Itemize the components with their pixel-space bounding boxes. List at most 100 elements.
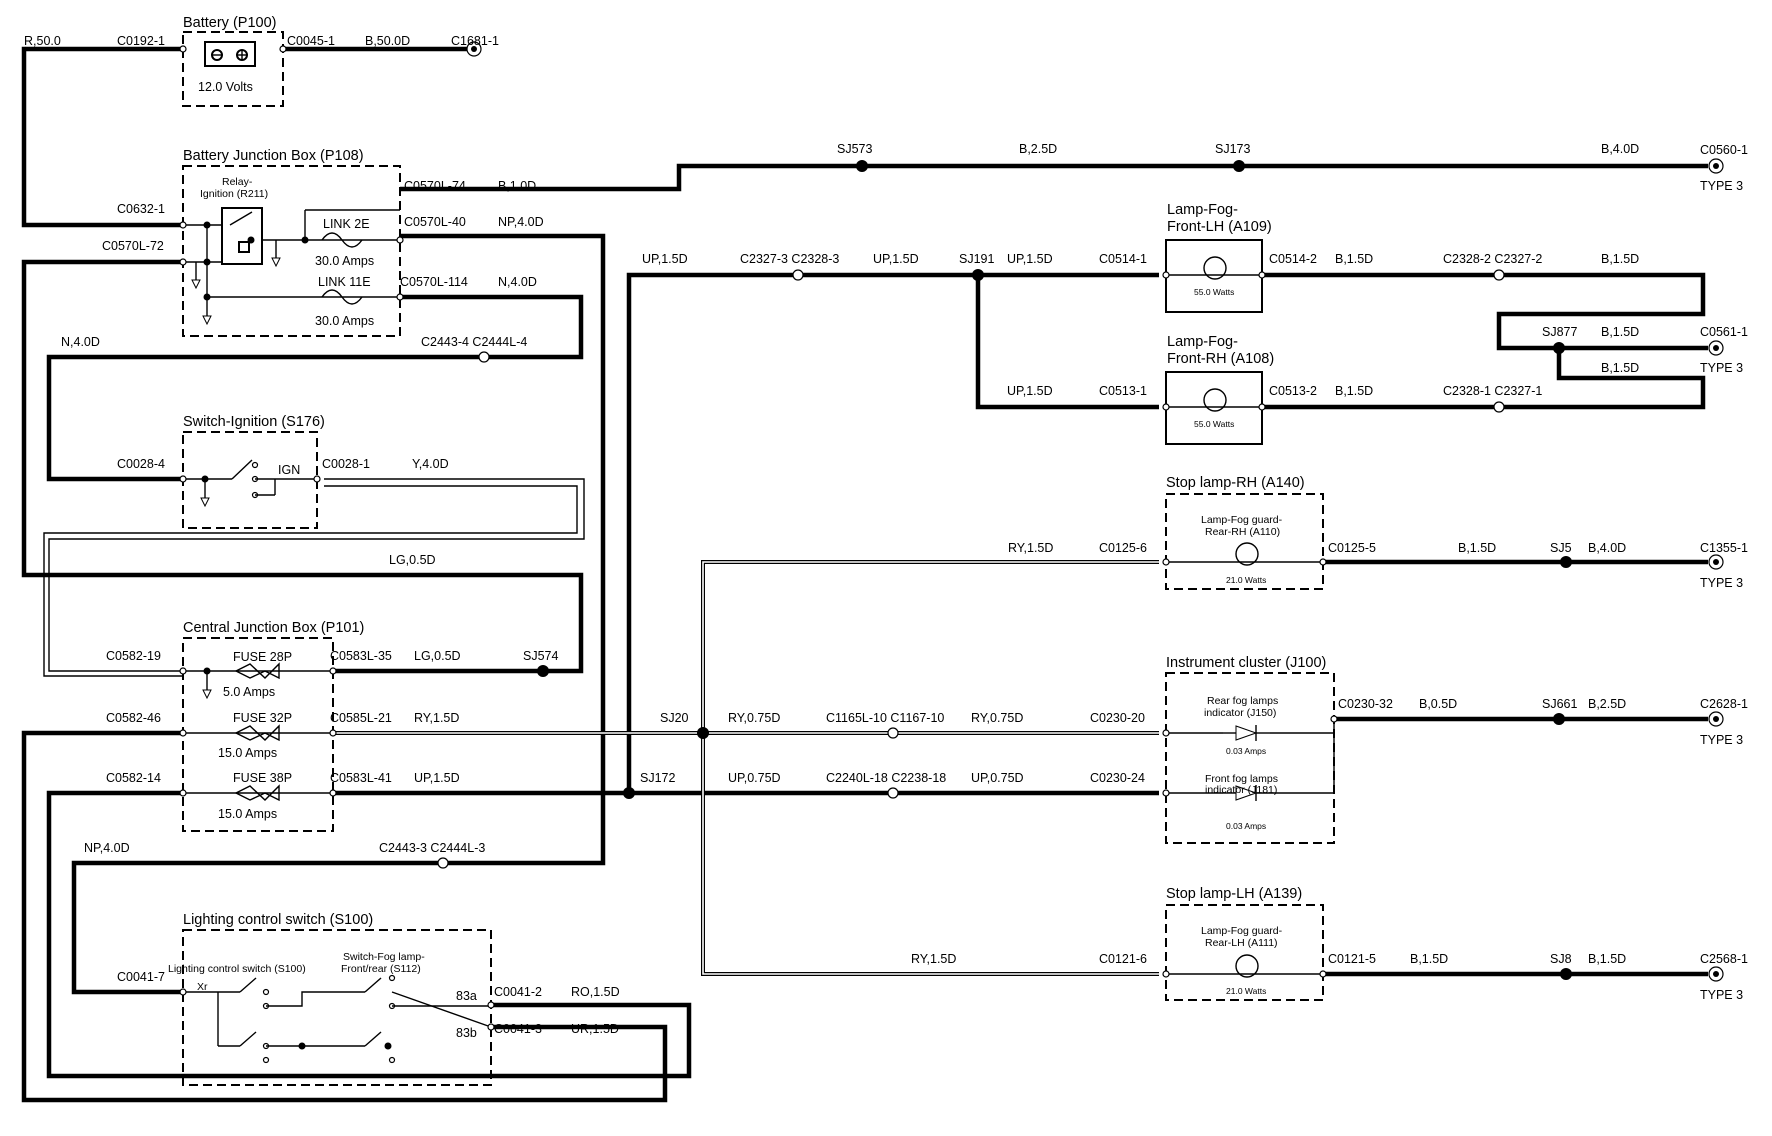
label-sj5: SJ5	[1550, 541, 1572, 555]
label-sj173: SJ173	[1215, 142, 1250, 156]
lcs-83a: 83a	[456, 989, 477, 1003]
wire-r50: R,50.0	[24, 34, 61, 48]
wire-b4b: B,4.0D	[1588, 541, 1626, 555]
ign-switch-title: Switch-Ignition (S176)	[183, 414, 325, 430]
pin-marks	[179, 45, 1338, 1031]
label-c0570l114: C0570L-114	[400, 275, 468, 289]
label-c0230-20: C0230-20	[1090, 711, 1145, 725]
eyelet-c2628	[1708, 711, 1724, 727]
wire-b1: B,1.0D	[498, 179, 536, 193]
wire-b15i: B,1.5D	[1588, 952, 1626, 966]
instrument-cluster: Instrument cluster (J100) Rear fog lamps…	[1165, 655, 1335, 844]
cluster-front-2: indicator (J181)	[1205, 784, 1277, 796]
link2e-label: LINK 2E	[323, 217, 370, 231]
stop-rh-inner-1: Lamp-Fog guard-	[1201, 514, 1283, 526]
type3-c0561: TYPE 3	[1700, 361, 1743, 375]
wire-n4b: N,4.0D	[61, 335, 100, 349]
fuse28-label: FUSE 28P	[233, 650, 292, 664]
wire-lg05: LG,0.5D	[389, 553, 436, 567]
wire-np4: NP,4.0D	[498, 215, 544, 229]
cjb-title: Central Junction Box (P101)	[183, 620, 364, 636]
wire-up075b: UP,0.75D	[971, 771, 1024, 785]
label-c0582-46: C0582-46	[106, 711, 161, 725]
label-c0230-32: C0230-32	[1338, 697, 1393, 711]
label-c0230-24: C0230-24	[1090, 771, 1145, 785]
wire-b25b: B,2.5D	[1588, 697, 1626, 711]
label-sj573: SJ573	[837, 142, 872, 156]
wire-up15d: UP,1.5D	[1007, 384, 1053, 398]
cluster-rear-2: indicator (J150)	[1204, 707, 1276, 719]
fog-lh-title-1: Lamp-Fog-	[1167, 202, 1238, 218]
wire-up075: UP,0.75D	[728, 771, 781, 785]
central-junction-box: Central Junction Box (P101) FUSE 28P 5.0…	[182, 620, 364, 832]
wire-ry075: RY,0.75D	[728, 711, 780, 725]
eyelet-c0560	[1708, 158, 1724, 174]
label-c0121-5: C0121-5	[1328, 952, 1376, 966]
label-c0561: C0561-1	[1700, 325, 1748, 339]
relay-label-2: Ignition (R211)	[200, 188, 268, 200]
eyelet-terminals	[466, 41, 1724, 982]
label-c0028-4: C0028-4	[117, 457, 165, 471]
wire-labels: R,50.0 B,50.0D B,1.0D B,2.5D B,4.0D NP,4…	[24, 34, 1639, 1036]
eyelet-c1355	[1708, 554, 1724, 570]
stop-lh-inner-2: Rear-LH (A111)	[1205, 937, 1278, 949]
label-c0514-2: C0514-2	[1269, 252, 1317, 266]
wire-b15d: B,1.5D	[1601, 361, 1639, 375]
wire-b15: B,1.5D	[1335, 252, 1373, 266]
label-c2327-3: C2327-3 C2328-3	[740, 252, 839, 266]
fog-rh-title-1: Lamp-Fog-	[1167, 334, 1238, 350]
label-c0513-1: C0513-1	[1099, 384, 1147, 398]
wire-b50: B,50.0D	[365, 34, 410, 48]
eyelet-c0561	[1708, 340, 1724, 356]
thin-wires	[43, 478, 1159, 976]
type3-c2568: TYPE 3	[1700, 988, 1743, 1002]
fog-lamp-front-rh: Lamp-Fog- Front-RH (A108) 55.0 Watts	[1165, 334, 1274, 445]
wire-ry15c: RY,1.5D	[911, 952, 956, 966]
fog-rh-title-2: Front-RH (A108)	[1167, 351, 1274, 367]
wire-np4b: NP,4.0D	[84, 841, 130, 855]
label-c2568: C2568-1	[1700, 952, 1748, 966]
type3-c0560: TYPE 3	[1700, 179, 1743, 193]
wires	[21, 46, 1708, 1103]
label-c0582-14: C0582-14	[106, 771, 161, 785]
label-c1165: C1165L-10 C1167-10	[826, 711, 944, 725]
label-sj191: SJ191	[959, 252, 994, 266]
label-c0028-1: C0028-1	[322, 457, 370, 471]
bjb-title: Battery Junction Box (P108)	[183, 148, 364, 164]
label-c0560: C0560-1	[1700, 143, 1748, 157]
label-c0192: C0192-1	[117, 34, 165, 48]
wire-ur15: UR,1.5D	[571, 1022, 619, 1036]
fog-lh-title-2: Front-LH (A109)	[1167, 219, 1272, 235]
wire-up15c: UP,1.5D	[1007, 252, 1053, 266]
ignition-switch-box: Switch-Ignition (S176) IGN	[182, 414, 325, 529]
wire-ry15: RY,1.5D	[1008, 541, 1053, 555]
link2e-amps: 30.0 Amps	[315, 254, 374, 268]
battery-junction-box: Battery Junction Box (P108) Relay- Ignit…	[182, 148, 401, 337]
wire-n4: N,4.0D	[498, 275, 537, 289]
wire-up15e: UP,1.5D	[414, 771, 460, 785]
label-sj20: SJ20	[660, 711, 689, 725]
label-c0570l72: C0570L-72	[102, 239, 164, 253]
label-c0125-5: C0125-5	[1328, 541, 1376, 555]
connector-labels: C0192-1 C0045-1 C1681-1 C0632-1 C0570L-7…	[102, 34, 1748, 1036]
label-c0041-2: C0041-2	[494, 985, 542, 999]
stop-lh-watts: 21.0 Watts	[1226, 986, 1266, 996]
stop-rh-title: Stop lamp-RH (A140)	[1166, 475, 1305, 491]
ign-label: IGN	[278, 463, 300, 477]
cluster-front-amps: 0.03 Amps	[1226, 821, 1266, 831]
label-c0585l21: C0585L-21	[330, 711, 392, 725]
label-c0570l74: C0570L-74	[404, 179, 466, 193]
wire-ry075b: RY,0.75D	[971, 711, 1023, 725]
label-c2328-1: C2328-1 C2327-1	[1443, 384, 1542, 398]
fog-lh-watts: 55.0 Watts	[1194, 287, 1234, 297]
fuse32-amps: 15.0 Amps	[218, 746, 277, 760]
battery-title: Battery (P100)	[183, 15, 277, 31]
label-c2328-2: C2328-2 C2327-2	[1443, 252, 1542, 266]
wire-ro15: RO,1.5D	[571, 985, 620, 999]
lcs-inner-left: Lighting control switch (S100)	[168, 963, 306, 975]
label-sj574: SJ574	[523, 649, 558, 663]
link11e-label: LINK 11E	[318, 275, 371, 289]
label-c0041-3: C0041-3	[494, 1022, 542, 1036]
label-c0513-2: C0513-2	[1269, 384, 1317, 398]
